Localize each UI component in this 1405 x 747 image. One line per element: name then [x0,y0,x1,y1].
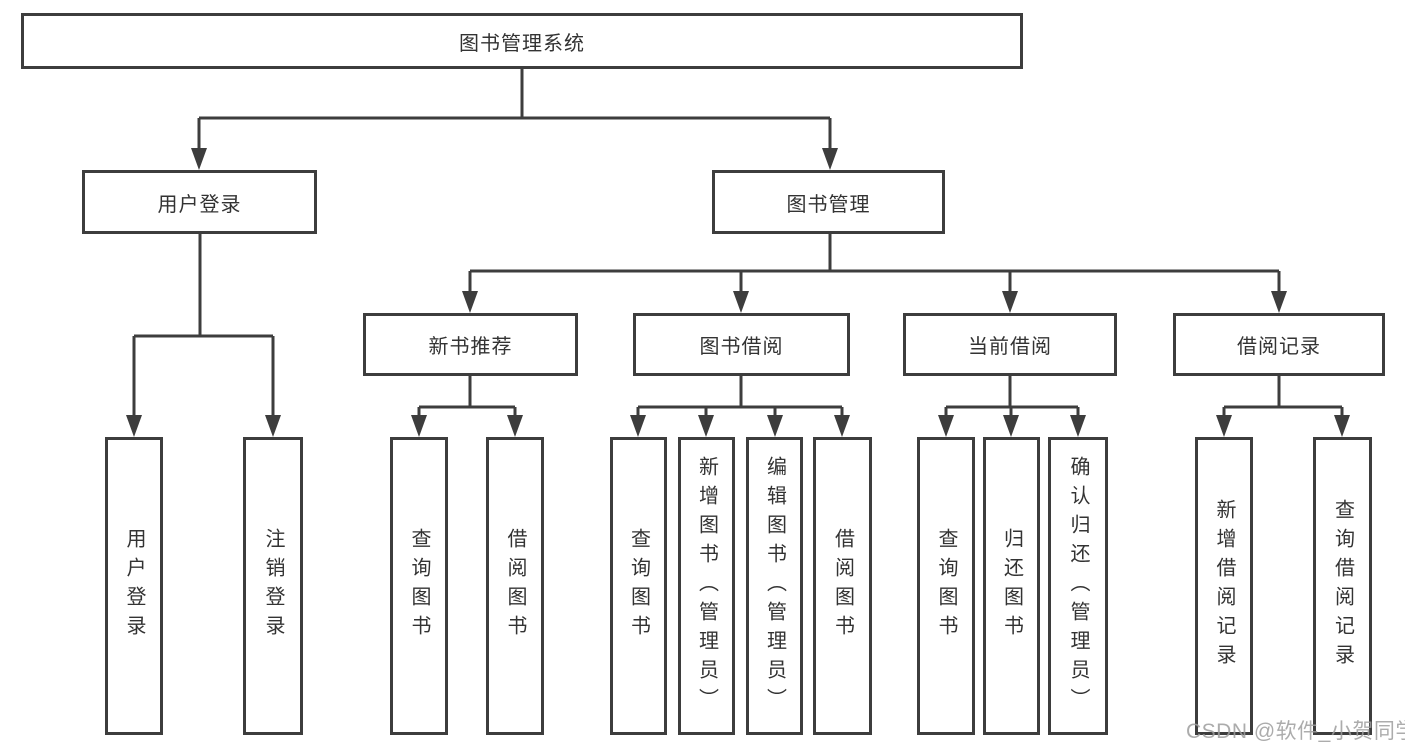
leaf-confirm-return-admin-label: 确认归还（管理员） [1067,455,1089,717]
leaf-query-books-borrowing: 查询图书 [610,437,667,735]
node-user-login: 用户登录 [82,170,317,234]
leaf-add-borrow-record-label: 新增借阅记录 [1213,499,1235,673]
leaf-borrow-books-label: 借阅图书 [831,528,854,644]
node-library-system-label: 图书管理系统 [459,32,585,55]
node-book-borrowing: 图书借阅 [633,313,850,376]
leaf-query-books-current: 查询图书 [917,437,975,735]
node-new-book-recommend-label: 新书推荐 [428,336,513,358]
node-library-system: 图书管理系统 [21,13,1023,69]
leaf-query-borrow-record: 查询借阅记录 [1313,437,1372,735]
node-borrowing-records-label: 借阅记录 [1237,336,1321,358]
node-user-login-label: 用户登录 [157,193,242,216]
leaf-query-books-recommend-label: 查询图书 [408,528,430,644]
leaf-user-login: 用户登录 [105,437,163,735]
node-book-management: 图书管理 [712,170,945,234]
leaf-borrow-books-recommend: 借阅图书 [486,437,544,735]
leaf-add-book-admin-label: 新增图书（管理员） [695,455,718,717]
leaf-confirm-return-admin: 确认归还（管理员） [1048,437,1108,735]
leaf-borrow-books-recommend-label: 借阅图书 [504,528,526,644]
leaf-query-borrow-record-label: 查询借阅记录 [1331,499,1354,673]
node-book-borrowing-label: 图书借阅 [699,336,784,358]
leaf-logout-label: 注销登录 [262,528,284,644]
leaf-borrow-books: 借阅图书 [813,437,872,735]
leaf-return-books-label: 归还图书 [1000,528,1023,644]
leaf-edit-book-admin: 编辑图书（管理员） [746,437,803,735]
node-book-management-label: 图书管理 [786,193,871,216]
node-current-borrowing: 当前借阅 [903,313,1117,376]
leaf-query-books-recommend: 查询图书 [390,437,448,735]
leaf-user-login-label: 用户登录 [123,528,145,644]
node-borrowing-records: 借阅记录 [1173,313,1385,376]
node-new-book-recommend: 新书推荐 [363,313,578,376]
watermark: CSDN @软件_小贺同学 [1186,720,1405,743]
leaf-query-books-current-label: 查询图书 [935,528,957,644]
node-current-borrowing-label: 当前借阅 [968,336,1052,358]
leaf-query-books-borrowing-label: 查询图书 [627,528,650,644]
leaf-logout: 注销登录 [243,437,303,735]
leaf-add-borrow-record: 新增借阅记录 [1195,437,1253,735]
leaf-edit-book-admin-label: 编辑图书（管理员） [763,455,786,717]
leaf-return-books: 归还图书 [983,437,1040,735]
leaf-add-book-admin: 新增图书（管理员） [678,437,735,735]
